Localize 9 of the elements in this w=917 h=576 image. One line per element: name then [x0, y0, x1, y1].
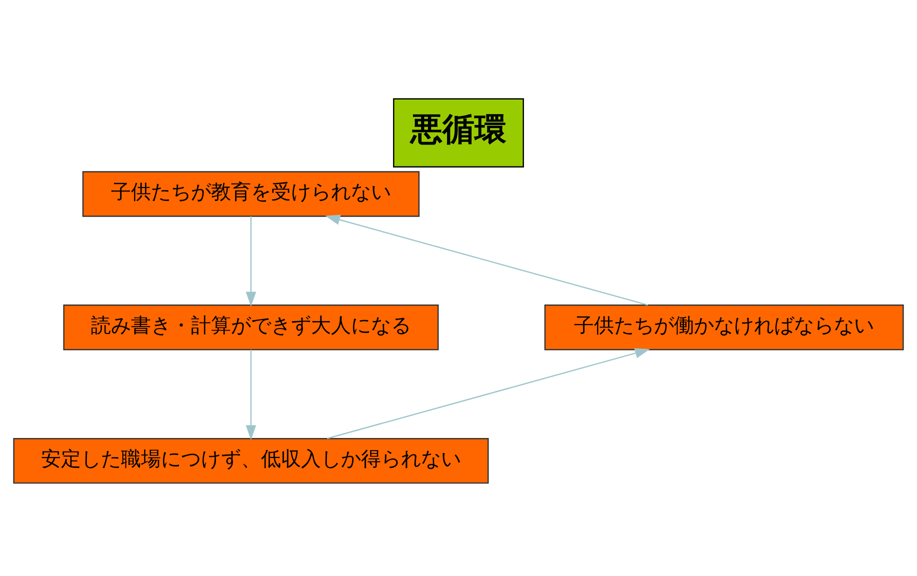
node-box: 子供たちが教育を受けられない [82, 170, 420, 216]
node-box: 読み書き・計算ができず大人になる [63, 304, 439, 350]
diagram-title: 悪循環 [410, 110, 506, 148]
arrow [325, 214, 648, 306]
node-box: 子供たちが働かなければならない [544, 304, 904, 350]
node-box: 安定した職場につけず、低収入しか得られない [13, 437, 489, 484]
arrow [246, 349, 256, 440]
arrow [246, 216, 256, 306]
arrow [327, 348, 650, 439]
